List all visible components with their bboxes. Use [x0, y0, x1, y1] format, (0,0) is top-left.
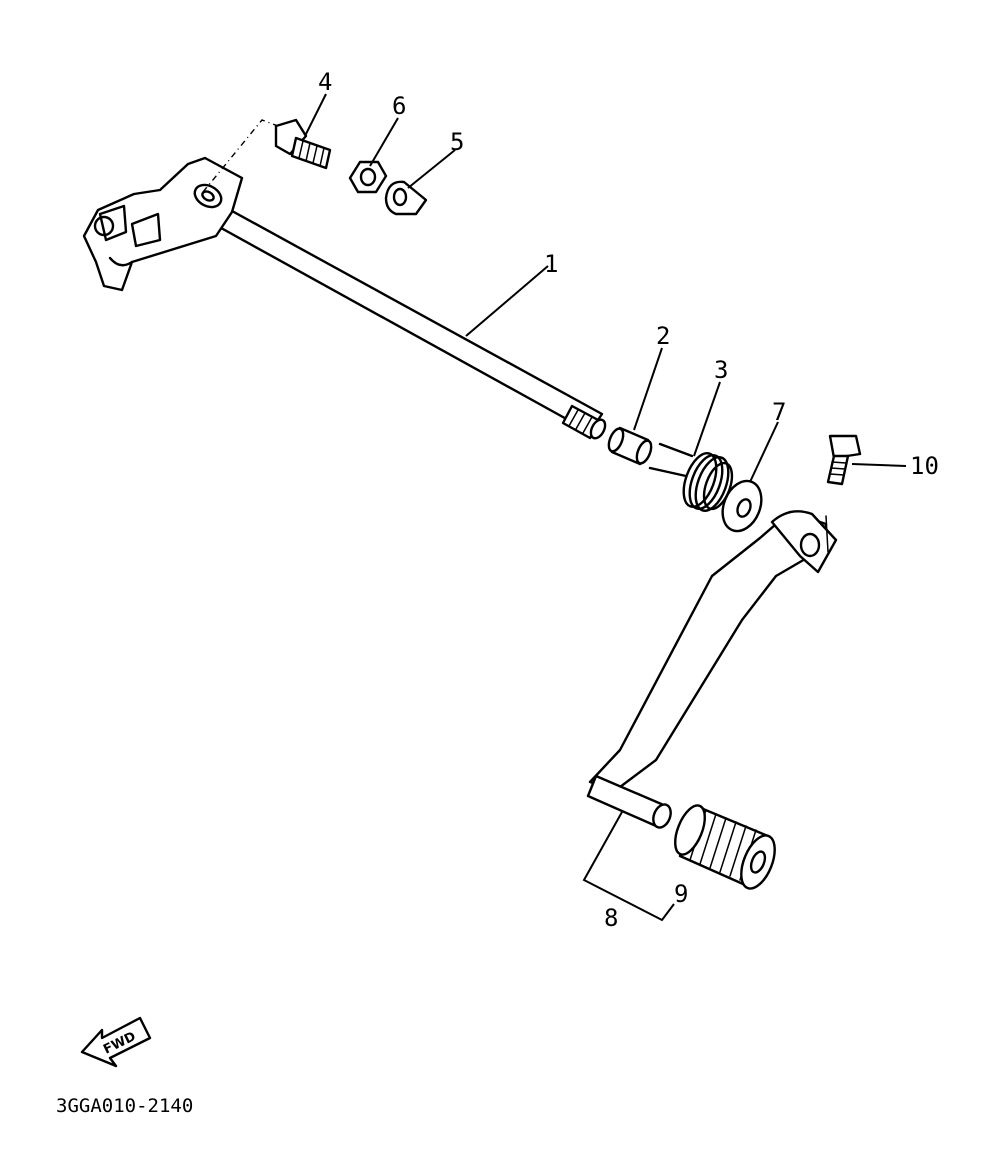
label-part-3: 3 — [714, 356, 728, 384]
part-6-nut — [348, 160, 388, 194]
label-part-5: 5 — [450, 128, 464, 156]
drawing-code: 3GGA010-2140 — [56, 1095, 193, 1117]
part-10-pinch-bolt — [826, 434, 862, 486]
leader-lines — [304, 93, 907, 922]
part-7-washer — [721, 479, 763, 533]
part-9-foot-rubber — [674, 804, 776, 890]
part-5-lock-washer — [384, 180, 428, 216]
label-part-8: 8 — [604, 904, 618, 932]
part-4-stopper-bolt — [274, 118, 332, 170]
part-8-shift-pedal — [586, 510, 838, 829]
part-2-collar — [607, 426, 653, 466]
label-part-10: 10 — [910, 452, 939, 480]
forward-direction-arrow: FWD — [80, 1016, 152, 1068]
label-part-9: 9 — [674, 880, 688, 908]
part-1-shift-shaft — [82, 156, 607, 440]
label-part-2: 2 — [656, 322, 670, 350]
part-3-return-spring — [648, 442, 734, 512]
label-part-7: 7 — [772, 398, 786, 426]
label-part-4: 4 — [318, 68, 332, 96]
label-part-6: 6 — [392, 92, 406, 120]
label-part-1: 1 — [544, 250, 558, 278]
